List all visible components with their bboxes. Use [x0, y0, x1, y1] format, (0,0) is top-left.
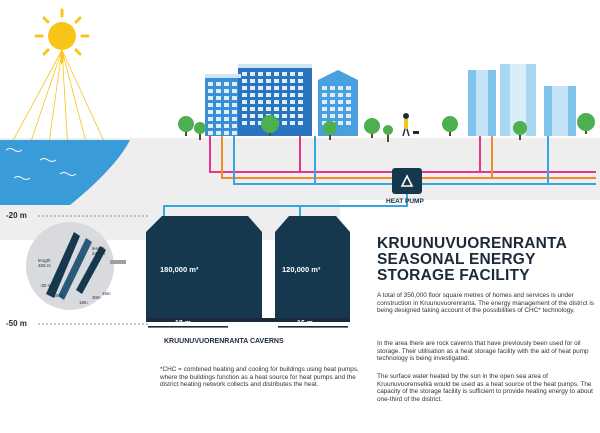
cavern-right: [275, 216, 350, 318]
recycle-icon: [400, 174, 414, 187]
inset-width-18: 18m: [79, 300, 88, 305]
building-windows: [208, 72, 351, 135]
pipe-network: [209, 136, 596, 207]
inset-depth-50: -50 m: [52, 293, 64, 298]
inset-height-30: 30m: [92, 295, 101, 300]
sun-icon: [34, 8, 90, 64]
heat-pump-label: HEAT PUMP: [386, 198, 424, 205]
depth-20-label: -20 m: [6, 211, 27, 220]
sea-waves: [5, 148, 77, 180]
cavern-left-width: 18 m: [175, 320, 191, 327]
cavern-right-width: 16 m: [297, 320, 313, 327]
footnote: *CHC = combined heating and cooling for …: [160, 366, 359, 389]
heat-pump: [392, 168, 422, 194]
caverns-label: KRUUNUVUORENRANTA CAVERNS: [164, 338, 284, 345]
paragraph-2: In the area there are rock caverns that …: [377, 340, 589, 363]
paragraph-1: A total of 350,000 floor square metres o…: [377, 292, 594, 315]
page-title: KRUUNUVUORENRANTA SEASONAL ENERGY STORAG…: [377, 235, 567, 284]
inset-cavern-3d: [26, 222, 126, 310]
sun-rays: [7, 49, 109, 151]
cavern-connector: [232, 300, 256, 318]
buildings-right: [468, 60, 576, 136]
cavern-left: [146, 216, 262, 318]
paragraph-3: The surface water heated by the sun in t…: [377, 373, 593, 403]
depth-50-label: -50 m: [6, 319, 27, 328]
caverns: [146, 216, 350, 328]
trees: [178, 113, 595, 142]
inset-length-2: length 245 m: [92, 246, 105, 257]
ground-layer: [0, 138, 600, 240]
cavern-left-volume: 180,000 m³: [160, 265, 199, 274]
person-walking-dog-icon: [402, 113, 419, 137]
cavern-feed-pipes: [163, 205, 301, 216]
inset-depth-20: -20 m: [40, 283, 52, 288]
cavern-right-volume: 120,000 m³: [282, 265, 321, 274]
inset-width-16: 16m: [102, 291, 111, 296]
inset-length-1: length 326 m: [38, 258, 51, 269]
